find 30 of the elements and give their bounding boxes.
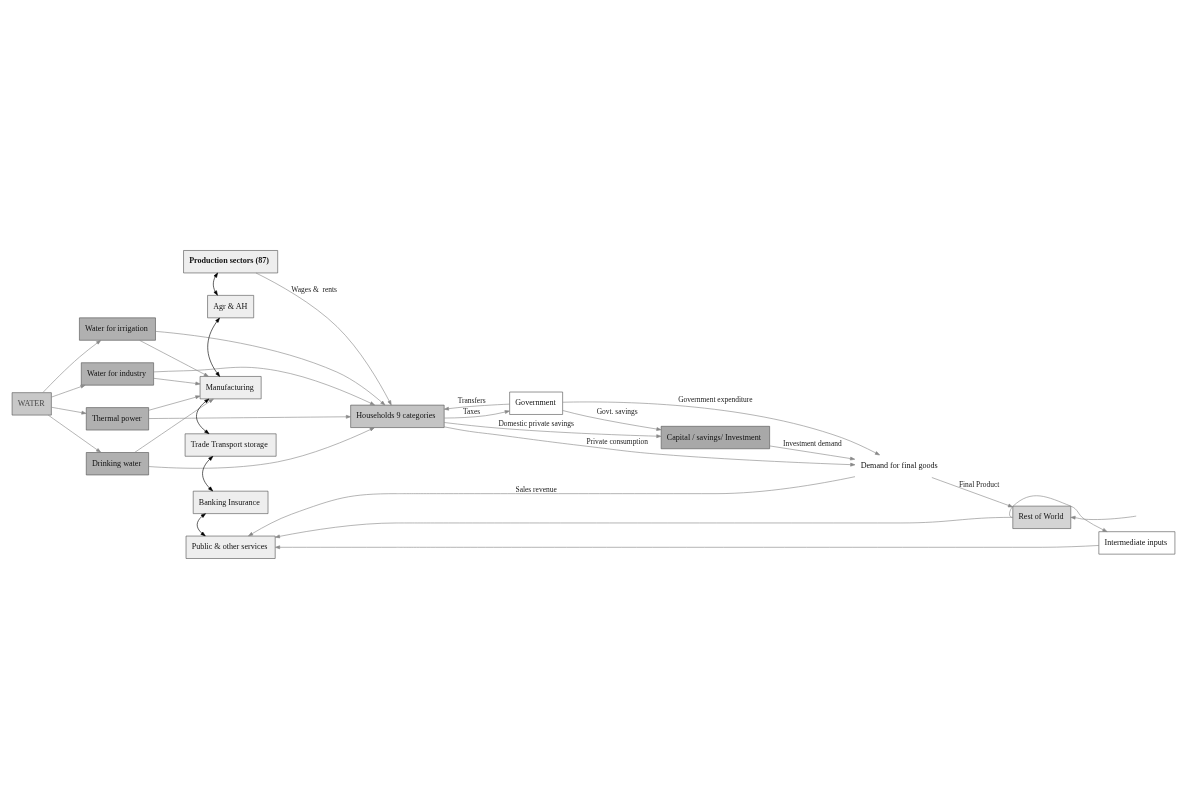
- arrow: [148, 427, 375, 469]
- arrow: [42, 340, 102, 393]
- arrow: [139, 340, 209, 377]
- arrow: [51, 406, 87, 415]
- arrow: [196, 513, 206, 537]
- arrow: [148, 414, 351, 419]
- arrow: [769, 445, 856, 461]
- arrow: [248, 476, 856, 537]
- arrow: [1070, 515, 1137, 520]
- arrow: [202, 456, 214, 492]
- arrow: [47, 414, 102, 453]
- arrow: [196, 398, 210, 434]
- arrow: [562, 410, 662, 431]
- arrow: [444, 410, 510, 419]
- arrow: [255, 272, 392, 406]
- arrow: [274, 517, 1014, 539]
- arrow: [153, 366, 375, 406]
- arrow: [931, 477, 1013, 508]
- arrow: [134, 398, 214, 453]
- arrow: [443, 422, 662, 438]
- arrow: [562, 401, 880, 456]
- arrow: [155, 331, 386, 406]
- arrow: [153, 378, 201, 386]
- arrow: [443, 403, 510, 411]
- arrow: [51, 384, 86, 398]
- arrow: [275, 545, 1100, 550]
- arrow: [1009, 495, 1108, 532]
- arrow: [213, 272, 218, 296]
- arrow: [148, 395, 201, 411]
- arrow: [207, 317, 220, 377]
